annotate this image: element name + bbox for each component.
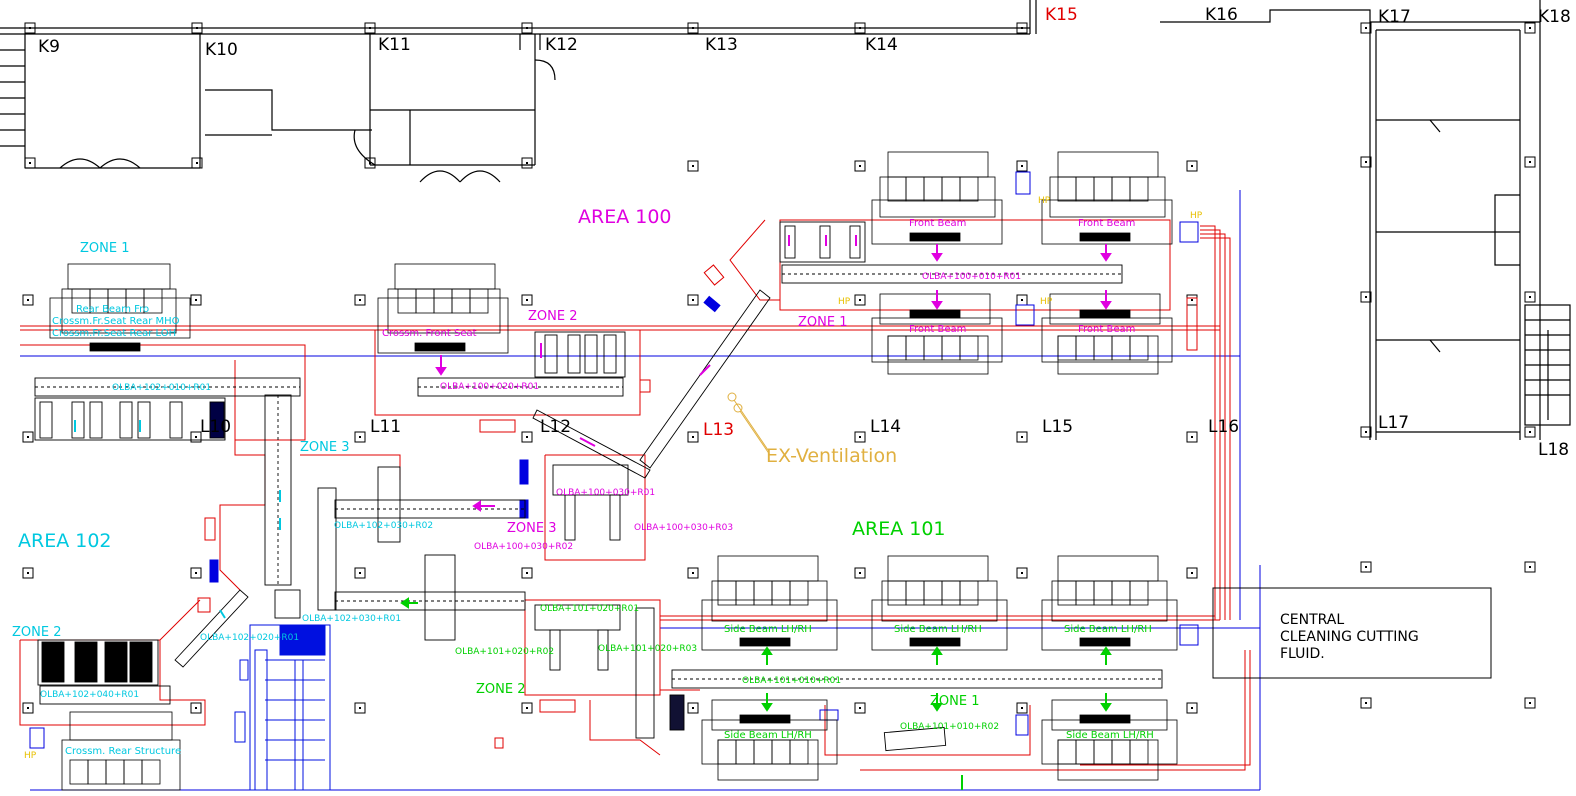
- line-label: OLBA+101+010+R02: [900, 722, 999, 732]
- machine-label: Side Beam LH/RH: [1066, 730, 1154, 741]
- zone-label: ZONE 3: [300, 440, 349, 455]
- machine-label: Front Beam: [1078, 218, 1135, 229]
- ventilation-symbol: [727, 392, 771, 456]
- hp-marker: HP: [1190, 211, 1203, 221]
- flow-arrows: [74, 235, 1112, 790]
- blue-machine-block: [234, 624, 331, 791]
- grid-label-k14: K14: [865, 35, 898, 55]
- machine-label: Front Beam: [909, 218, 966, 229]
- grid-label-l17: L17: [1378, 413, 1409, 433]
- central-fluid-line-2: CLEANING CUTTING: [1280, 629, 1419, 645]
- area-label-102: AREA 102: [18, 530, 112, 552]
- central-cleaning-fluid-box: [1212, 587, 1492, 679]
- grid-label-k15: K15: [1045, 5, 1078, 25]
- line-label: OLBA+102+020+R01: [200, 633, 299, 643]
- line-label: OLBA+100+030+R03: [634, 523, 733, 533]
- line-label: OLBA+101+010+R01: [742, 676, 841, 686]
- side-beam-cells: [701, 555, 1178, 781]
- machine-label: Front Beam: [1078, 324, 1135, 335]
- red-pipelines: [19, 219, 1251, 771]
- grid-label-k10: K10: [205, 40, 238, 60]
- hp-marker: HP: [24, 751, 37, 761]
- front-beam-cells: [871, 151, 1173, 375]
- grid-label-l13: L13: [703, 420, 734, 440]
- line-label: OLBA+101+020+R03: [598, 644, 697, 654]
- line-label: OLBA+100+020+R01: [440, 382, 539, 392]
- grid-label-k18: K18: [1538, 7, 1571, 27]
- machine-label: Rear Beam Fro: [76, 304, 149, 315]
- grid-label-l18: L18: [1538, 440, 1569, 460]
- area-label-100: AREA 100: [578, 206, 672, 228]
- line-label: OLBA+101+020+R02: [455, 647, 554, 657]
- grid-label-l12: L12: [540, 417, 571, 437]
- zone-label: ZONE 2: [12, 625, 61, 640]
- line-label: OLBA+102+030+R02: [334, 521, 433, 531]
- zone-label: ZONE 2: [476, 682, 525, 697]
- machine-rear-beam: [49, 263, 191, 352]
- machine-label: Crossm.Fr.Seat Rear MHO: [52, 316, 180, 327]
- zone-label: ZONE 1: [80, 241, 129, 256]
- zone-label: ZONE 1: [798, 315, 847, 330]
- line-label: OLBA+100+010+R01: [922, 272, 1021, 282]
- machine-label: Side Beam LH/RH: [724, 730, 812, 741]
- zone-label: ZONE 1: [930, 694, 979, 709]
- central-fluid-line-1: CENTRAL: [1280, 612, 1344, 628]
- machine-crossm-rear-structure: [61, 711, 181, 791]
- machine-label: Crossm. Rear Structure: [65, 746, 181, 757]
- grid-label-k12: K12: [545, 35, 578, 55]
- machine-label: Side Beam LH/RH: [724, 624, 812, 635]
- structural-columns: [22, 22, 1536, 714]
- conveyor-lines: [34, 221, 1163, 752]
- grid-label-k11: K11: [378, 35, 411, 55]
- machine-label: Side Beam LH/RH: [1064, 624, 1152, 635]
- building-walls: [0, 0, 1571, 440]
- equipment-markers: [29, 171, 1199, 749]
- line-label: OLBA+101+020+R01: [540, 604, 639, 614]
- grid-label-l10: L10: [200, 417, 231, 437]
- grid-label-k17: K17: [1378, 7, 1411, 27]
- machine-label: Crossm.Fr.Seat Rear LOH: [52, 328, 176, 339]
- grid-label-l11: L11: [370, 417, 401, 437]
- zone-label: ZONE 2: [528, 309, 577, 324]
- hp-marker: HP: [1040, 297, 1053, 307]
- hp-marker: HP: [838, 297, 851, 307]
- zone-label: ZONE 3: [507, 521, 556, 536]
- grid-label-k9: K9: [38, 37, 60, 57]
- line-label: OLBA+102+040+R01: [40, 690, 139, 700]
- line-label: OLBA+100+030+R01: [556, 488, 655, 498]
- grid-label-k16: K16: [1205, 5, 1238, 25]
- machine-label: Front Beam: [909, 324, 966, 335]
- line-label: OLBA+102+030+R01: [302, 614, 401, 624]
- hp-marker: HP: [1038, 196, 1051, 206]
- area-label-101: AREA 101: [852, 518, 946, 540]
- grid-label-l15: L15: [1042, 417, 1073, 437]
- machine-label: Crossm. Front Seat: [382, 328, 477, 339]
- line-label: OLBA+102+010+R01: [112, 383, 211, 393]
- machine-label: Side Beam LH/RH: [894, 624, 982, 635]
- machine-crossm-front-seat: [377, 263, 509, 354]
- grid-label-l14: L14: [870, 417, 901, 437]
- central-fluid-line-3: FLUID.: [1280, 646, 1325, 662]
- line-label: OLBA+100+030+R02: [474, 542, 573, 552]
- grid-label-l16: L16: [1208, 417, 1239, 437]
- grid-label-k13: K13: [705, 35, 738, 55]
- ventilation-label: EX-Ventilation: [766, 445, 897, 467]
